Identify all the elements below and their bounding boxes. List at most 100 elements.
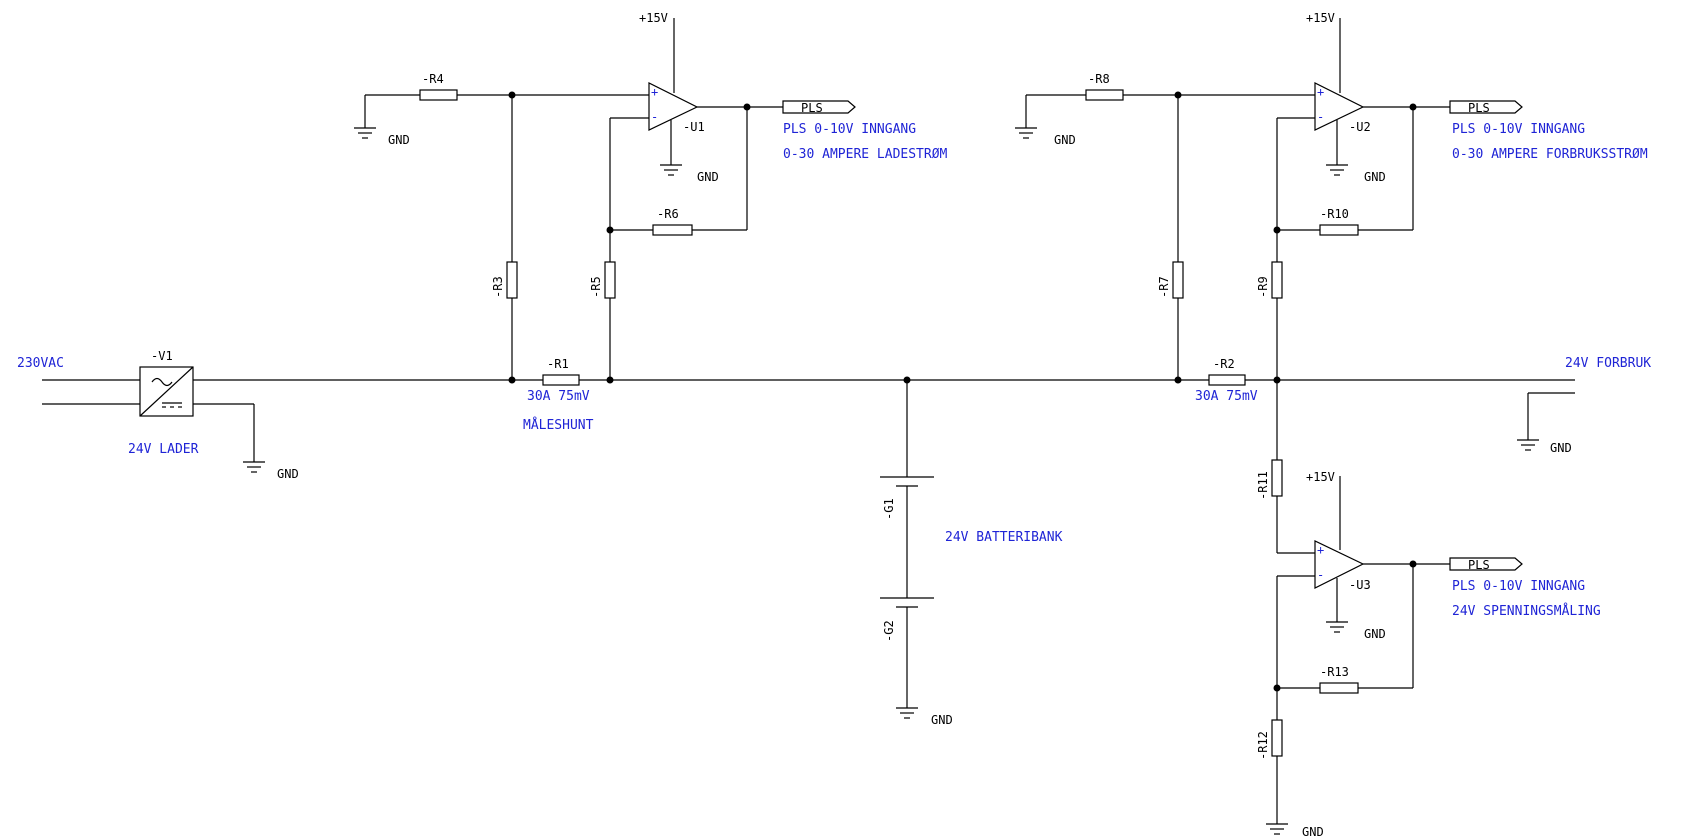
ground-charger: GND — [243, 461, 299, 481]
battery-g1: -G1 — [880, 476, 934, 520]
junction-dot — [1174, 91, 1182, 99]
ground-r8-label: GND — [1054, 133, 1076, 147]
supply-label-u1: +15V — [639, 11, 668, 25]
ground-u2: GND — [1326, 164, 1386, 184]
ground-r12: GND — [1266, 823, 1324, 839]
ground-battery: GND — [896, 707, 953, 727]
charger-v1-label: -V1 — [151, 349, 173, 363]
junction-dot — [508, 91, 516, 99]
supply-label-u3: +15V — [1306, 470, 1335, 484]
resistor-r13-label: -R13 — [1320, 665, 1349, 679]
resistor-r3: -R3 — [491, 261, 518, 299]
junction-dot — [508, 376, 516, 384]
resistor-r3-label: -R3 — [491, 276, 505, 298]
ground-load-label: GND — [1550, 441, 1572, 455]
junction-dot — [1273, 684, 1281, 692]
ground-r8: GND — [1015, 127, 1076, 147]
ground-r12-label: GND — [1302, 825, 1324, 839]
resistor-r2-label: -R2 — [1213, 357, 1235, 371]
resistor-r4: -R4 — [419, 72, 458, 101]
connector-pls-1: PLS — [782, 100, 856, 115]
resistor-r9-label: -R9 — [1256, 276, 1270, 298]
notes: 230VAC 24V LADER 30A 75mV MÅLESHUNT 30A … — [17, 122, 1651, 619]
charger-v1: -V1 — [139, 349, 194, 417]
note-out1-line1: PLS 0-10V INNGANG — [783, 122, 916, 137]
resistor-r11-label: -R11 — [1256, 471, 1270, 500]
ground-load: GND — [1517, 439, 1572, 455]
opamp-u1: + - -U1 — [648, 82, 705, 134]
wires — [42, 18, 1575, 824]
opamp-u3-plus-pin: + — [1317, 543, 1324, 557]
junction-dot — [606, 226, 614, 234]
opamp-u1-plus-pin: + — [651, 85, 658, 99]
opamp-u1-label: -U1 — [683, 120, 705, 134]
battery-g1-label: -G1 — [882, 498, 896, 520]
opamp-u3-minus-pin: - — [1317, 568, 1324, 582]
resistor-r10-label: -R10 — [1320, 207, 1349, 221]
opamp-u2-label: -U2 — [1349, 120, 1371, 134]
resistor-r2: -R2 — [1208, 357, 1246, 386]
junction-dot — [903, 376, 911, 384]
ground-u1: GND — [660, 164, 719, 184]
resistor-r8-label: -R8 — [1088, 72, 1110, 86]
ground-u3-label: GND — [1364, 627, 1386, 641]
junction-dot — [606, 376, 614, 384]
resistor-r11: -R11 — [1256, 459, 1283, 500]
junction-dot — [1273, 226, 1281, 234]
resistor-r4-label: -R4 — [422, 72, 444, 86]
supply-label-u2: +15V — [1306, 11, 1335, 25]
battery-g2-label: -G2 — [882, 620, 896, 642]
ground-u2-label: GND — [1364, 170, 1386, 184]
note-battery-bank: 24V BATTERIBANK — [945, 530, 1063, 545]
note-shunt2-rating: 30A 75mV — [1195, 389, 1258, 404]
opamp-u2: + - -U2 — [1314, 82, 1371, 134]
opamp-u3: + - -U3 — [1314, 540, 1371, 592]
junction-dots — [508, 91, 1417, 692]
connector-pls-2-label: PLS — [1468, 101, 1490, 115]
resistor-r7: -R7 — [1157, 261, 1184, 299]
connector-pls-1-label: PLS — [801, 101, 823, 115]
junction-dot — [743, 103, 751, 111]
resistor-r12-label: -R12 — [1256, 731, 1270, 760]
resistor-r1-label: -R1 — [547, 357, 569, 371]
note-out2-line1: PLS 0-10V INNGANG — [1452, 122, 1585, 137]
junction-dot — [1409, 103, 1417, 111]
junction-dot — [1273, 376, 1281, 384]
note-shunt1-name: MÅLESHUNT — [523, 417, 594, 433]
resistor-r9: -R9 — [1256, 261, 1283, 299]
opamp-u3-label: -U3 — [1349, 578, 1371, 592]
battery-g2: -G2 — [880, 597, 934, 642]
junction-dot — [1174, 376, 1182, 384]
note-out1-line2: 0-30 AMPERE LADESTRØM — [783, 147, 948, 162]
ground-charger-label: GND — [277, 467, 299, 481]
note-shunt1-rating: 30A 75mV — [527, 389, 590, 404]
resistor-r7-label: -R7 — [1157, 276, 1171, 298]
note-charger: 24V LADER — [128, 442, 199, 457]
resistor-r8: -R8 — [1085, 72, 1124, 101]
connector-pls-3: PLS — [1449, 557, 1523, 572]
resistor-r1: -R1 — [542, 357, 580, 386]
opamp-u2-minus-pin: - — [1317, 110, 1324, 124]
resistor-r10: -R10 — [1319, 207, 1359, 236]
resistor-r5: -R5 — [589, 261, 616, 299]
ground-battery-label: GND — [931, 713, 953, 727]
ground-r4: GND — [354, 127, 410, 147]
note-mains: 230VAC — [17, 356, 64, 371]
connector-pls-2: PLS — [1449, 100, 1523, 115]
note-load: 24V FORBRUK — [1565, 356, 1651, 371]
note-out3-line2: 24V SPENNINGSMÅLING — [1452, 603, 1601, 619]
note-out3-line1: PLS 0-10V INNGANG — [1452, 579, 1585, 594]
ground-r4-label: GND — [388, 133, 410, 147]
junction-dot — [1409, 560, 1417, 568]
ground-u3: GND — [1326, 621, 1386, 641]
ground-u1-label: GND — [697, 170, 719, 184]
resistor-r6-label: -R6 — [657, 207, 679, 221]
resistor-r6: -R6 — [652, 207, 693, 236]
opamp-u1-minus-pin: - — [651, 110, 658, 124]
resistor-r13: -R13 — [1319, 665, 1359, 694]
resistor-r12: -R12 — [1256, 719, 1283, 760]
connector-pls-3-label: PLS — [1468, 558, 1490, 572]
opamp-u2-plus-pin: + — [1317, 85, 1324, 99]
resistor-r5-label: -R5 — [589, 276, 603, 298]
